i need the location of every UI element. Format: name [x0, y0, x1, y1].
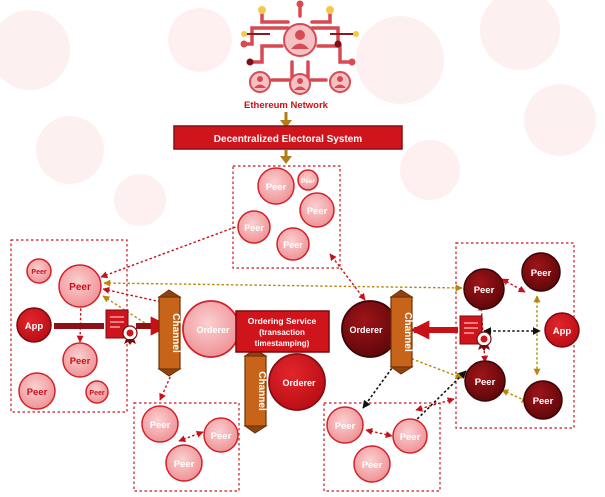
peer-node: Peer	[297, 169, 319, 191]
peer-node: Peer	[299, 192, 335, 228]
orderer-label: Orderer	[282, 378, 316, 388]
peer-label: Peer	[266, 182, 287, 193]
peer-label: Peer	[211, 431, 232, 442]
background-decoration	[0, 0, 596, 226]
app-label: App	[25, 321, 44, 332]
left-channel-bar: Channel	[157, 289, 182, 377]
channel-label: Channel	[256, 371, 267, 411]
peer-label: Peer	[31, 269, 46, 276]
right-document-certificate-icon	[459, 315, 492, 351]
peer-node: Peer	[257, 167, 295, 205]
flow-arrows-top	[280, 112, 292, 164]
network-title: Ethereum Network	[244, 100, 329, 111]
peer-label: Peer	[70, 356, 91, 367]
peer-label: Peer	[244, 223, 264, 233]
peer-label: Peer	[531, 268, 552, 279]
left-document-certificate-icon	[105, 309, 138, 345]
peer-node: Peer	[58, 264, 102, 308]
ordering-service-box: Ordering Service (transaction timestampi…	[235, 310, 330, 353]
peer-label: Peer	[69, 282, 91, 293]
right-channel-bar: Channel	[389, 289, 414, 375]
peer-node: Peer	[26, 258, 52, 284]
peer-label: Peer	[335, 421, 356, 432]
peer-label: Peer	[301, 178, 316, 185]
peer-label: Peer	[533, 396, 554, 407]
ethereum-network-icon	[240, 0, 359, 95]
ordering-service-subtitle-line2: timestamping)	[255, 339, 310, 348]
peer-label: Peer	[150, 420, 171, 431]
peer-node: Peer	[62, 342, 98, 378]
peer-node: Peer	[326, 406, 364, 444]
left-orderer-node: Orderer	[182, 300, 240, 358]
orderer-label: Orderer	[349, 325, 383, 335]
ordering-service-subtitle-line1: (transaction	[259, 328, 305, 337]
electoral-system-banner: Decentralized Electoral System	[173, 125, 403, 150]
peer-node: Peer	[203, 417, 239, 453]
orderer-label: Orderer	[196, 325, 230, 335]
right-app-node: App	[544, 312, 580, 348]
peer-node: Peer	[237, 210, 271, 244]
peer-label: Peer	[474, 285, 495, 296]
peer-node: Peer	[521, 252, 561, 292]
app-label: App	[553, 326, 572, 337]
ordering-service-title: Ordering Service	[248, 316, 317, 326]
peer-node: Peer	[85, 380, 109, 404]
peer-node: Peer	[523, 380, 563, 420]
peer-node: Peer	[392, 418, 428, 454]
peer-label: Peer	[307, 206, 328, 217]
peer-label: Peer	[89, 390, 104, 397]
peer-node: Peer	[141, 405, 179, 443]
peer-label: Peer	[27, 387, 48, 398]
center-orderer-node: Orderer	[268, 353, 326, 411]
channel-label: Channel	[170, 313, 181, 353]
peer-node: Peer	[464, 360, 506, 402]
peer-label: Peer	[283, 240, 303, 250]
peer-label: Peer	[400, 432, 421, 443]
system-title: Decentralized Electoral System	[214, 134, 363, 145]
bottom-left-peer-cluster	[133, 402, 240, 492]
bottom-right-peer-cluster	[323, 402, 441, 492]
peer-node: Peer	[18, 372, 56, 410]
channel-label: Channel	[402, 312, 413, 352]
center-channel-bar: Channel	[243, 348, 268, 434]
right-orderer-node: Orderer	[341, 300, 399, 358]
peer-label: Peer	[174, 459, 195, 470]
peer-node: Peer	[463, 268, 505, 310]
peer-node: Peer	[353, 445, 391, 483]
top-peer-cluster	[232, 165, 341, 269]
peer-label: Peer	[362, 460, 383, 471]
peer-label: Peer	[475, 377, 496, 388]
left-app-node: App	[16, 307, 52, 343]
peer-node: Peer	[276, 227, 310, 261]
peer-node: Peer	[165, 444, 203, 482]
